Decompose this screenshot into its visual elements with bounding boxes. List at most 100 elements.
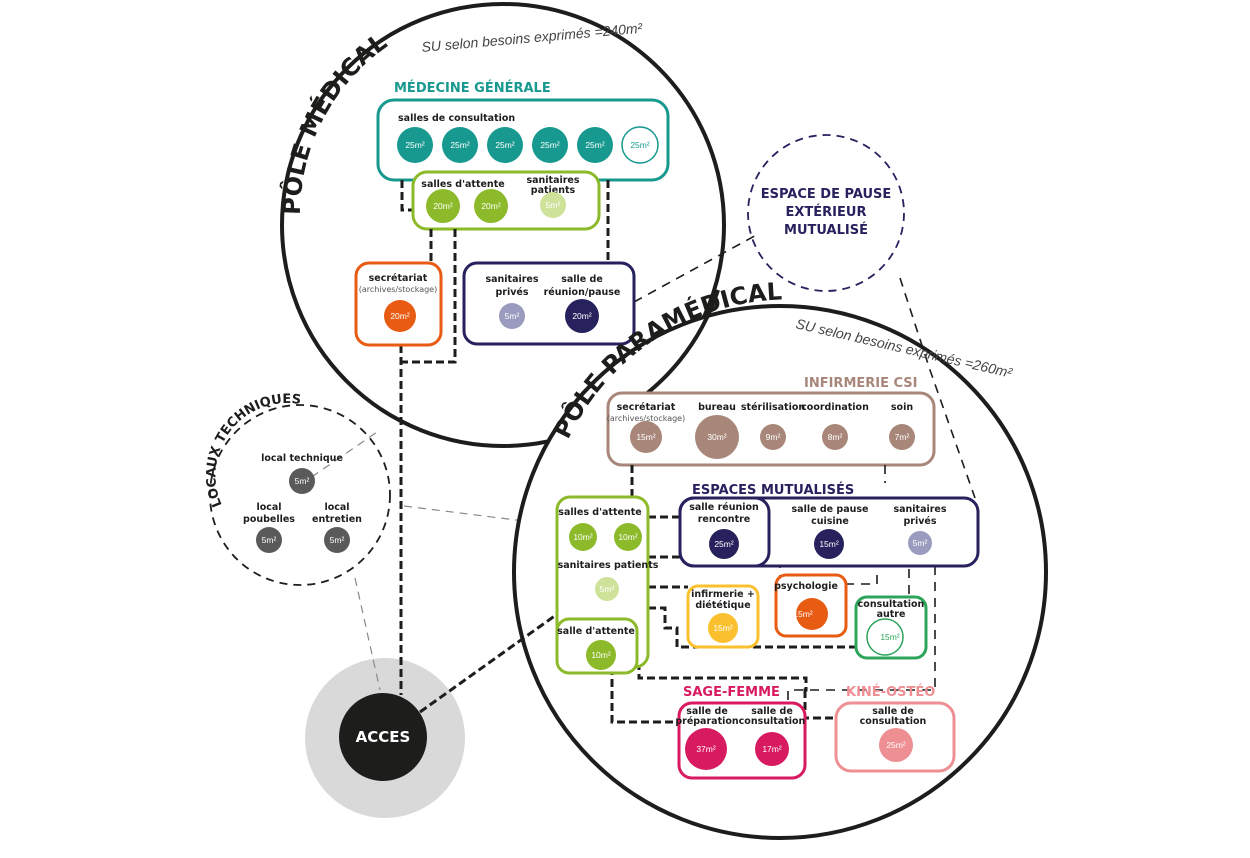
medical-sanitaires-prives-label-1: sanitaires — [485, 274, 538, 285]
consultation-room-value: 25m² — [630, 140, 650, 150]
consultation-room — [442, 127, 478, 163]
consultation-autre-room — [866, 618, 904, 656]
locaux-techniques-title: LOCAUX TECHNIQUES — [204, 392, 302, 509]
csi-room-label: stérilisation — [741, 402, 805, 413]
medecine-generale-title: MÉDECINE GÉNÉRALE — [394, 80, 551, 96]
csi-room-sub: (archives/stockage) — [607, 414, 685, 423]
espaces-mutualises-title: ESPACES MUTUALISÉS — [692, 482, 854, 498]
sage-femme-consult-value: 17m² — [762, 744, 782, 754]
local-entretien-room — [324, 527, 350, 553]
sage-femme-consult-label-1: salle de — [751, 706, 793, 717]
para-attente-value-2: 10m² — [618, 532, 638, 542]
consultation-room — [487, 127, 523, 163]
acces-node[interactable] — [339, 693, 427, 781]
infirmerie-dietetique-label-2: diététique — [695, 600, 750, 611]
csi-room — [630, 421, 662, 453]
medical-secretariat-label: secrétariat — [369, 273, 428, 284]
sage-femme-prep-room — [685, 728, 727, 770]
csi-room-label: secrétariat — [617, 402, 676, 413]
local-poubelles-room — [256, 527, 282, 553]
connectors-pause — [633, 232, 976, 499]
local-technique-value: 5m² — [295, 476, 310, 486]
acces-label: ACCES — [356, 728, 411, 746]
sage-femme-consult-room — [755, 732, 789, 766]
pole-medical-su: SU selon besoins exprimés =240m² — [421, 20, 644, 55]
medical-reunion-room — [565, 299, 599, 333]
para-salle-attente-room — [586, 640, 616, 670]
psychologie-room — [796, 598, 828, 630]
kine-osteo-label-2: consultation — [860, 716, 927, 727]
medical-secretariat-value: 20m² — [390, 311, 410, 321]
medical-reunion-value: 20m² — [572, 311, 592, 321]
consultation-room-value: 25m² — [450, 140, 470, 150]
local-poubelles-label-1: local — [256, 502, 281, 513]
infirmerie-dietetique-room — [708, 613, 738, 643]
csi-room — [695, 415, 739, 459]
consultation-autre-value: 15m² — [880, 632, 900, 642]
consultation-room — [577, 127, 613, 163]
salle-reunion-room — [709, 529, 739, 559]
csi-room-label: bureau — [698, 402, 736, 413]
para-sanitaires-prives-label-1: sanitaires — [893, 504, 946, 515]
para-salle-attente-label: salle d'attente — [557, 626, 635, 637]
kine-osteo-label-1: salle de — [872, 706, 914, 717]
espace-pause-line2: EXTÉRIEUR — [786, 204, 867, 220]
espace-pause-line1: ESPACE DE PAUSE — [761, 187, 892, 202]
para-sanitaires-patients-value: 5m² — [600, 584, 615, 594]
medical-secretariat-room — [384, 300, 416, 332]
local-entretien-label-1: local — [324, 502, 349, 513]
consultation-room — [397, 127, 433, 163]
medical-sanitaires-prives-value: 5m² — [505, 311, 520, 321]
kine-osteo-value: 25m² — [886, 740, 906, 750]
medical-sanitaires-room — [540, 192, 566, 218]
espace-pause-circle — [747, 134, 905, 292]
para-attente-room-2 — [614, 523, 642, 551]
sage-femme-title: SAGE-FEMME — [683, 685, 780, 700]
csi-room-value: 8m² — [828, 432, 843, 442]
csi-room-label: coordination — [801, 402, 869, 413]
medical-reunion-label-2: réunion/pause — [544, 287, 621, 298]
para-sanitaires-prives-room — [908, 531, 932, 555]
infirmerie-csi-rooms: secrétariat(archives/stockage) 15m² bureau… — [607, 402, 915, 459]
medical-sanitaires-prives-label-2: privés — [495, 287, 528, 298]
sage-femme-prep-value: 37m² — [696, 744, 716, 754]
para-sanitaires-prives-label-2: privés — [903, 516, 936, 527]
locaux-techniques-circle — [209, 404, 391, 586]
infirmerie-dietetique-value: 15m² — [713, 623, 733, 633]
csi-room — [822, 424, 848, 450]
para-attente-room-1 — [569, 523, 597, 551]
medical-attente-label: salles d'attente — [421, 179, 504, 190]
consultation-room — [621, 126, 659, 164]
consultation-autre-box — [854, 595, 928, 660]
espace-pause-line3: MUTUALISÉ — [784, 222, 868, 238]
local-entretien-value: 5m² — [330, 535, 345, 545]
local-technique-label: local technique — [261, 453, 343, 464]
csi-room-label: soin — [891, 402, 913, 413]
medical-reunion-label-1: salle de — [561, 274, 603, 285]
csi-room-value: 9m² — [766, 432, 781, 442]
local-entretien-label-2: entretien — [312, 514, 362, 525]
pole-medical-title: PÔLE MÉDICAL — [277, 28, 392, 216]
consultation-autre-label-1: consultation — [858, 599, 925, 610]
consultation-room — [532, 127, 568, 163]
consultation-room-value: 25m² — [495, 140, 515, 150]
kine-osteo-title: KINÉ-OSTÉO — [846, 684, 935, 700]
infirmerie-dietetique-label-1: infirmerie + — [691, 589, 755, 600]
para-salle-attente-value: 10m² — [591, 650, 611, 660]
psychologie-value: 15m² — [793, 609, 813, 619]
local-poubelles-value: 5m² — [262, 535, 277, 545]
csi-room-value: 30m² — [707, 432, 727, 442]
para-attente-value-1: 10m² — [573, 532, 593, 542]
csi-room — [889, 424, 915, 450]
medical-sanitaires-label-2: patients — [531, 185, 576, 196]
csi-room-value: 15m² — [636, 432, 656, 442]
salle-reunion-label-1: salle réunion — [689, 502, 759, 513]
medical-sanitaires-label-1: sanitaires — [526, 175, 579, 186]
sage-femme-prep-label-1: salle de — [686, 706, 728, 717]
medical-attente-value-1: 20m² — [433, 201, 453, 211]
salle-pause-value: 15m² — [819, 539, 839, 549]
psychologie-label: psychologie — [774, 581, 838, 592]
medical-sanitaires-value: 5m² — [546, 200, 561, 210]
